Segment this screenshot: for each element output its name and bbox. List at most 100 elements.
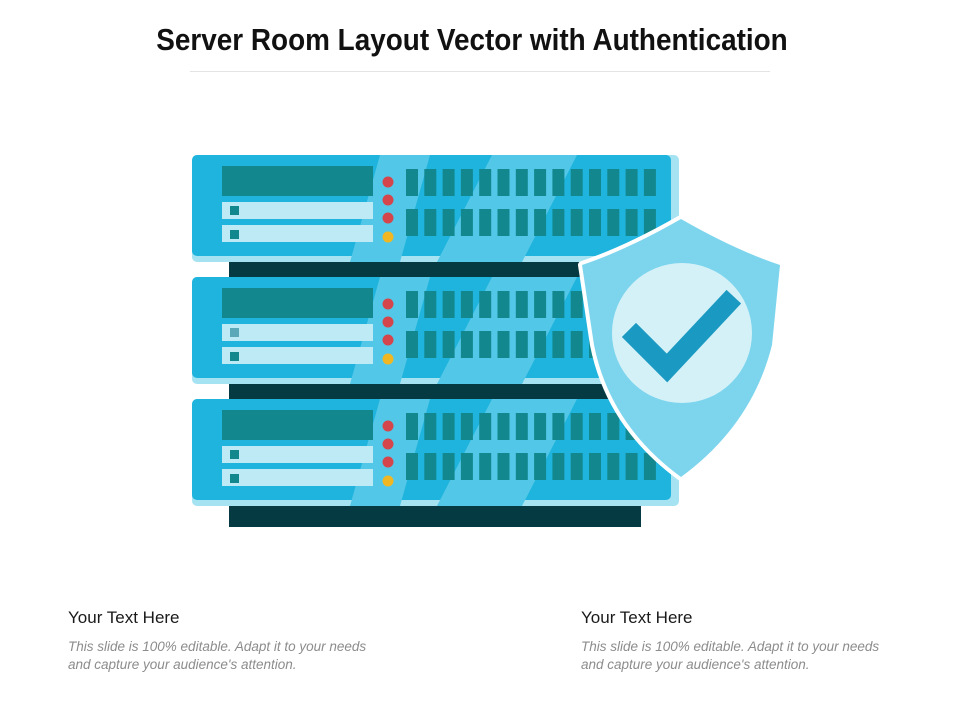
- vent-slot: [625, 169, 638, 196]
- status-led: [382, 456, 394, 468]
- vent-slot: [460, 331, 473, 358]
- title-divider: [190, 71, 770, 72]
- vent-slot: [460, 453, 473, 480]
- server-display: [222, 410, 373, 440]
- status-led: [382, 438, 394, 450]
- vent-slot: [534, 291, 547, 318]
- vent-slot: [515, 291, 528, 318]
- drive-indicator: [230, 328, 239, 337]
- vent-slot: [589, 169, 601, 196]
- server-display: [222, 288, 373, 318]
- server-unit-icon: [192, 399, 679, 506]
- vent-slot: [406, 453, 418, 480]
- status-led: [382, 334, 394, 346]
- drive-slot: [222, 202, 373, 219]
- vent-slot: [424, 413, 437, 440]
- vent-slot: [589, 209, 601, 236]
- vent-slot: [442, 453, 455, 480]
- vent-slot: [460, 169, 473, 196]
- vent-slot: [515, 413, 528, 440]
- vent-slot: [479, 331, 492, 358]
- status-led: [382, 194, 394, 206]
- drive-slot: [222, 347, 373, 364]
- vent-slot: [607, 169, 620, 196]
- vent-slot: [607, 413, 620, 440]
- vent-slot: [479, 209, 492, 236]
- vent-slot: [424, 331, 437, 358]
- vent-slot: [497, 209, 510, 236]
- column-heading: Your Text Here: [68, 608, 180, 627]
- status-led: [382, 212, 394, 224]
- vent-slot: [479, 169, 492, 196]
- vent-slot: [607, 453, 620, 480]
- vent-slot: [442, 331, 455, 358]
- vent-slot: [643, 209, 656, 236]
- vent-slot: [515, 453, 528, 480]
- vent-slot: [406, 169, 418, 196]
- vent-slot: [607, 209, 620, 236]
- status-led: [382, 353, 394, 365]
- vent-slot: [497, 291, 510, 318]
- server-display: [222, 166, 373, 196]
- vent-slot: [625, 209, 638, 236]
- vent-slot: [442, 169, 455, 196]
- status-led: [382, 298, 394, 310]
- vent-slot: [515, 331, 528, 358]
- drive-indicator: [230, 206, 239, 215]
- vent-slot: [534, 453, 547, 480]
- drive-slot: [222, 469, 373, 486]
- vent-slot: [552, 291, 565, 318]
- vent-slot: [424, 209, 437, 236]
- column-body: This slide is 100% editable. Adapt it to…: [581, 639, 880, 672]
- vent-slot: [534, 169, 547, 196]
- status-led: [382, 176, 394, 188]
- vent-slot: [570, 209, 583, 236]
- status-led: [382, 420, 394, 432]
- vent-slot: [406, 331, 418, 358]
- rack-base: [229, 380, 641, 401]
- shield-badge: [612, 263, 752, 403]
- vent-slot: [406, 413, 418, 440]
- vent-slot: [479, 291, 492, 318]
- vent-slot: [534, 413, 547, 440]
- vent-slot: [406, 291, 418, 318]
- vent-slot: [552, 413, 565, 440]
- drive-slot: [222, 446, 373, 463]
- vent-slot: [534, 331, 547, 358]
- vent-slot: [479, 453, 492, 480]
- server-unit-icon: [192, 155, 679, 262]
- slide-title: Server Room Layout Vector with Authentic…: [156, 22, 788, 57]
- drive-indicator: [230, 352, 239, 361]
- vent-slot: [625, 453, 638, 480]
- column-body: This slide is 100% editable. Adapt it to…: [68, 639, 367, 672]
- vent-slot: [552, 209, 565, 236]
- vent-slot: [479, 413, 492, 440]
- rack-base: [229, 502, 641, 527]
- vent-slot: [460, 291, 473, 318]
- vent-slot: [442, 413, 455, 440]
- vent-slot: [424, 291, 437, 318]
- vent-slot: [497, 413, 510, 440]
- checkmark-icon: [621, 289, 742, 383]
- text-column-left: Your Text Here This slide is 100% editab…: [68, 608, 388, 674]
- vent-slot: [424, 169, 437, 196]
- vent-slot: [570, 413, 583, 440]
- status-led: [382, 475, 394, 487]
- vent-slot: [497, 331, 510, 358]
- vent-slot: [570, 169, 583, 196]
- security-shield-icon: [578, 215, 784, 481]
- vent-slot: [515, 209, 528, 236]
- vent-slot: [497, 453, 510, 480]
- drive-indicator: [230, 474, 239, 483]
- rack-base: [229, 258, 641, 279]
- vent-slot: [570, 453, 583, 480]
- text-column-right: Your Text Here This slide is 100% editab…: [581, 608, 901, 674]
- vent-slot: [442, 291, 455, 318]
- vent-slot: [497, 169, 510, 196]
- vent-slot: [534, 209, 547, 236]
- vent-slot: [552, 169, 565, 196]
- vent-slot: [570, 331, 583, 358]
- column-heading: Your Text Here: [581, 608, 693, 627]
- vent-slot: [589, 453, 601, 480]
